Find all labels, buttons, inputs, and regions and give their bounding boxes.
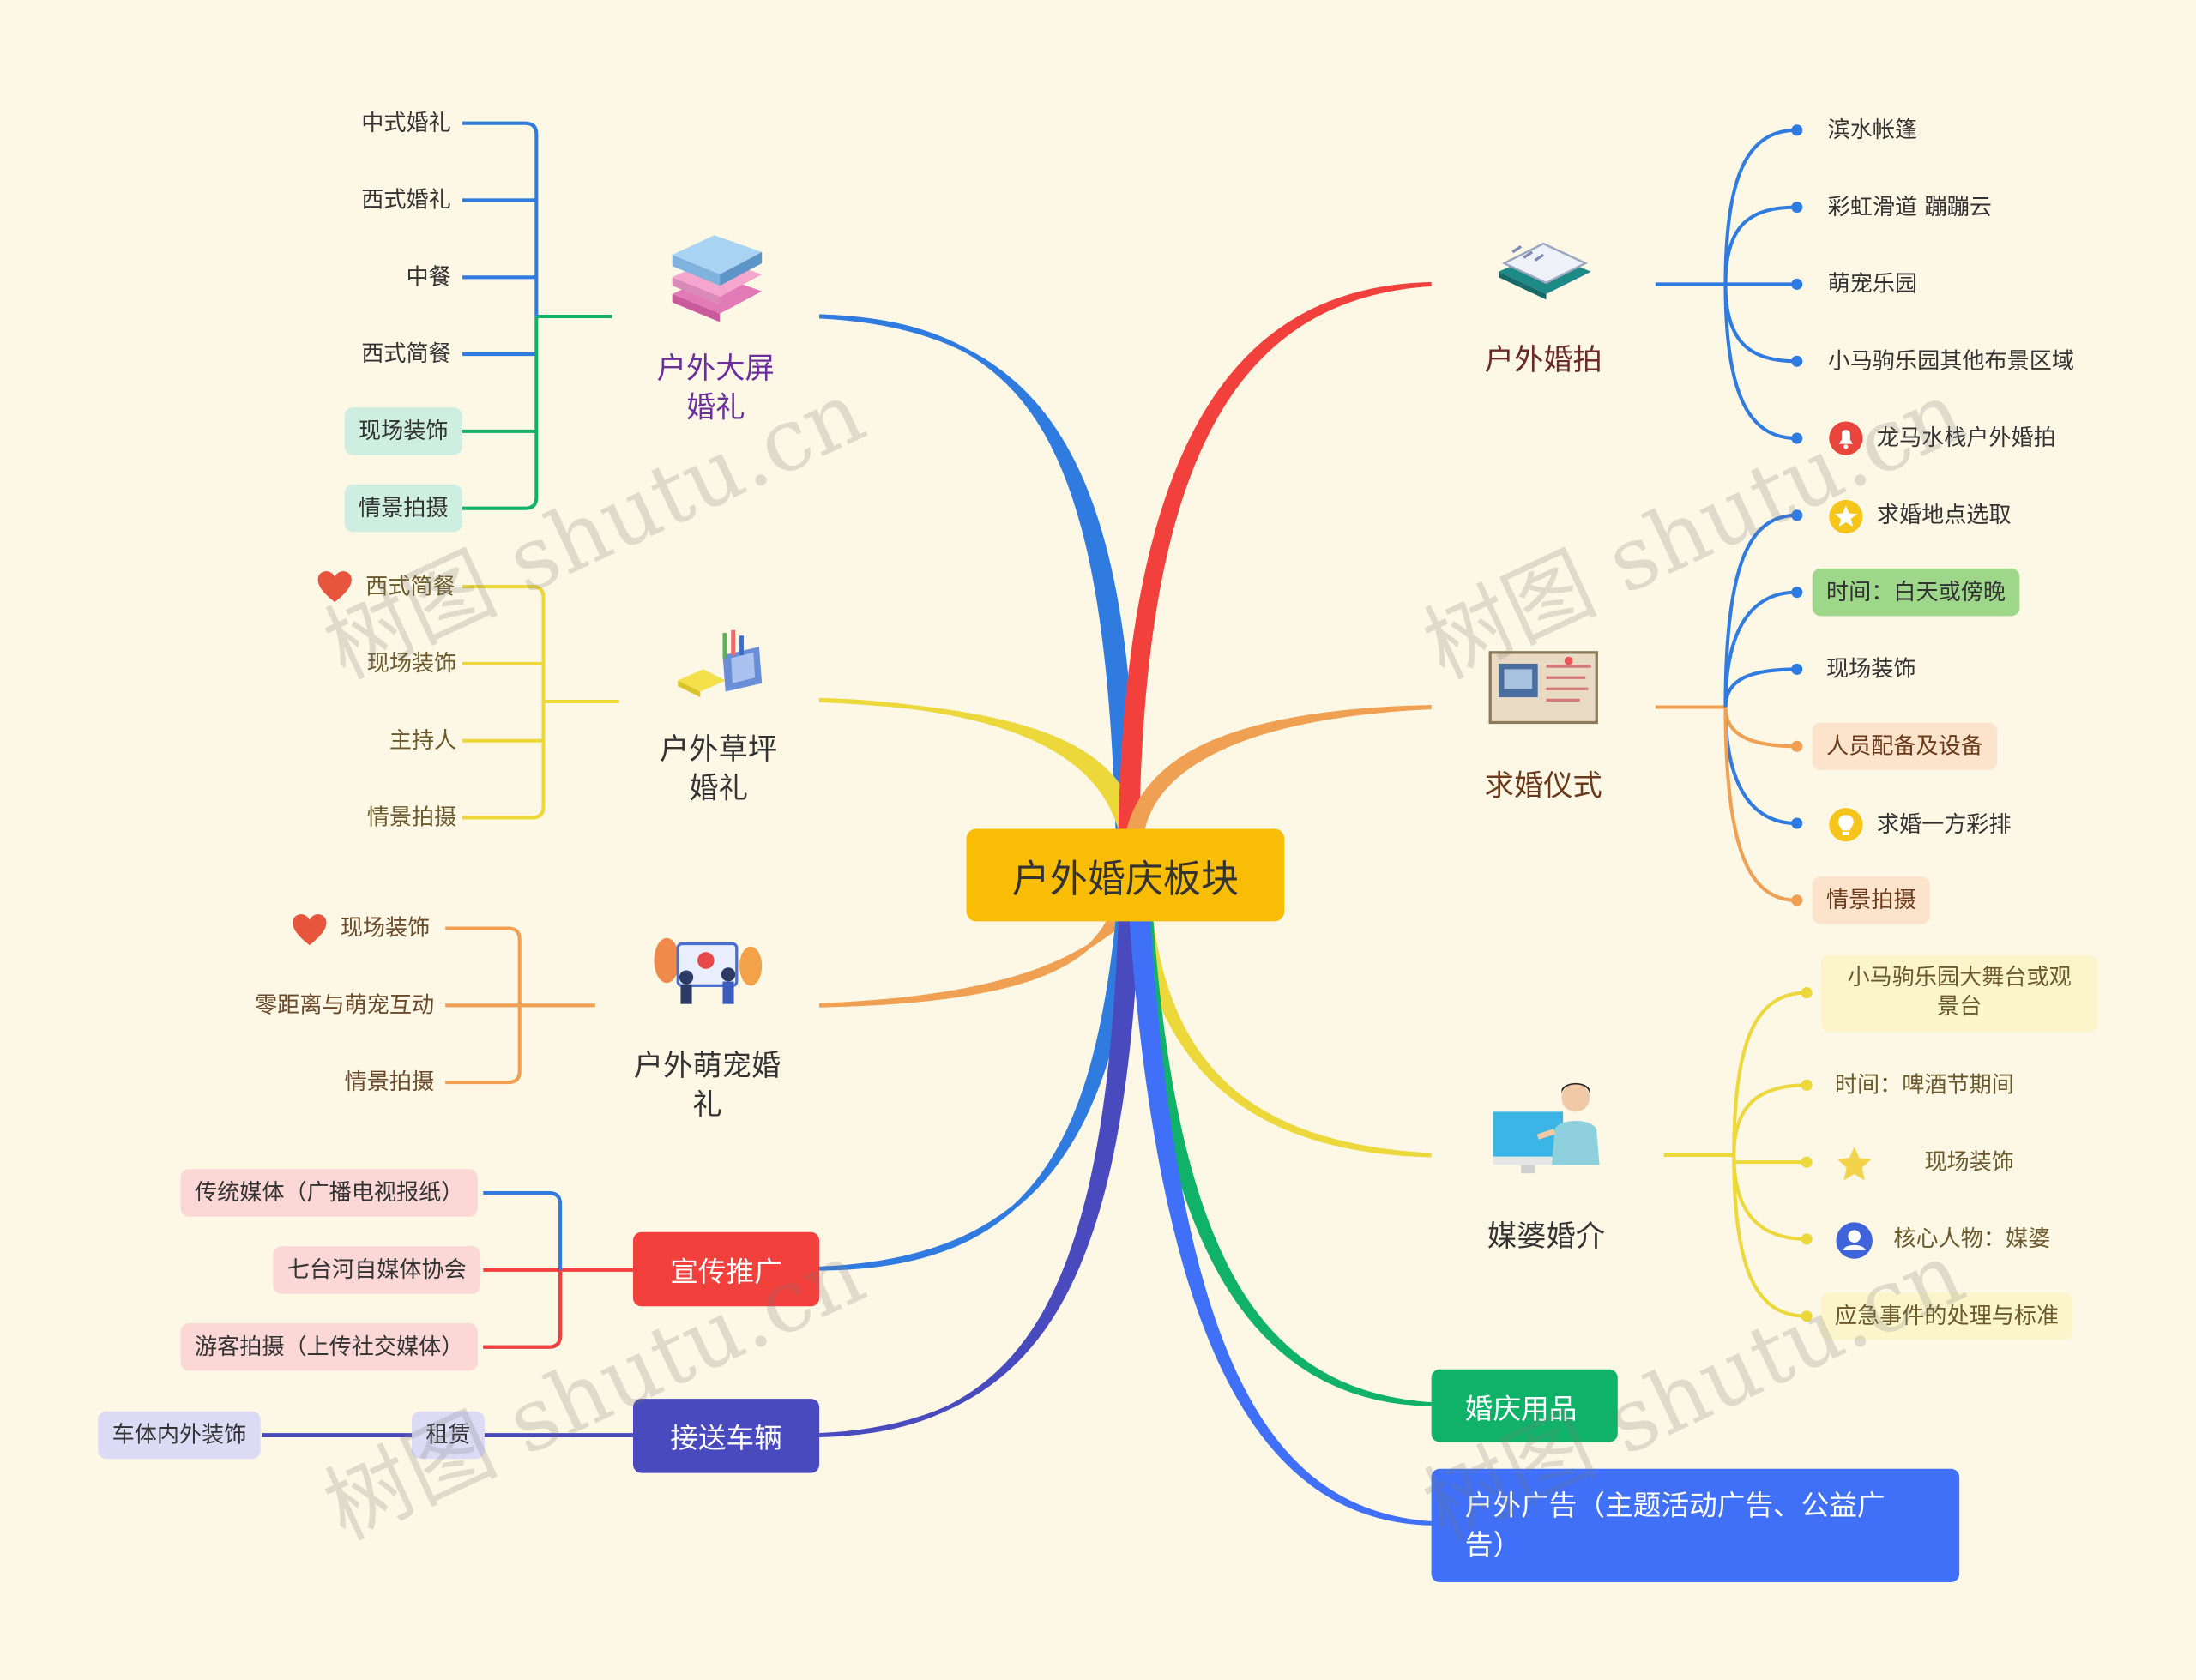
leaf-stage-venue[interactable]: 小马驹乐园大舞台或观 景台 [1820,954,2098,1033]
root-topic[interactable]: 户外婚庆板块 [966,828,1285,922]
topic-big-screen-line1: 户外大屏 [656,351,775,385]
heart-icon [317,571,352,603]
stationery-icon [678,629,763,698]
leaf-western-light-meal[interactable]: 西式简餐 [361,340,451,367]
leaf-proposal-location[interactable]: 求婚地点选取 [1876,501,2012,528]
leaf-pony-park-areas[interactable]: 小马驹乐园其他布景区域 [1827,346,2075,374]
leaf-rental[interactable]: 租赁 [412,1411,485,1460]
leaf-lawn-photography[interactable]: 情景拍摄 [366,804,457,831]
leaf-chinese-meal[interactable]: 中餐 [406,262,451,290]
leaf-self-media-association[interactable]: 七台河自媒体协会 [273,1246,481,1294]
topic-lawn-wedding[interactable]: 户外草坪 婚礼 [642,730,796,808]
topic-outdoor-ads-line1: 户外广告（主题活动广告、公益广 [1464,1488,1885,1522]
leaf-pet-interaction[interactable]: 零距离与萌宠互动 [255,991,435,1018]
leaf-pet-park[interactable]: 萌宠乐园 [1827,270,1918,298]
leaf-lawn-western-meal[interactable]: 西式简餐 [365,572,455,599]
presenter-icon [1493,1082,1600,1174]
topic-promotion[interactable]: 宣传推广 [632,1231,820,1307]
leaf-lawn-host[interactable]: 主持人 [389,726,457,754]
topic-matchmaker[interactable]: 媒婆婚介 [1487,1219,1606,1254]
topic-pet-wedding[interactable]: 户外萌宠婚 礼 [622,1046,793,1124]
topic-big-screen-wedding[interactable]: 户外大屏 婚礼 [642,349,790,427]
bell-icon [1829,421,1863,455]
leaf-matchmaker-decoration[interactable]: 现场装饰 [1924,1147,2014,1175]
books-icon [672,235,763,322]
topic-shuttle-vehicles[interactable]: 接送车辆 [632,1399,820,1473]
leaf-proposal-photography[interactable]: 情景拍摄 [1812,876,1930,924]
leaf-vehicle-decoration[interactable]: 车体内外装饰 [98,1411,261,1460]
topic-proposal-ceremony[interactable]: 求婚仪式 [1484,768,1602,803]
leaf-proposal-rehearsal[interactable]: 求婚一方彩排 [1876,810,2012,838]
user-icon [1836,1222,1873,1259]
topic-outdoor-wedding-photo[interactable]: 户外婚拍 [1484,343,1602,377]
team-work-icon [654,937,763,1004]
topic-outdoor-ads[interactable]: 户外广告（主题活动广告、公益广 告） [1431,1468,1960,1582]
leaf-scene-photography[interactable]: 情景拍摄 [344,484,462,533]
leaf-tourist-photos[interactable]: 游客拍摄（上传社交媒体） [180,1322,478,1371]
topic-lawn-line2: 婚礼 [689,771,748,805]
leaf-proposal-decoration[interactable]: 现场装饰 [1826,655,1916,683]
leaf-western-wedding[interactable]: 西式婚礼 [361,186,451,214]
leaf-waterside-tent[interactable]: 滨水帐篷 [1827,116,1918,143]
topic-pet-line2: 礼 [692,1087,722,1122]
leaf-lawn-decoration[interactable]: 现场装饰 [366,649,457,677]
leaf-proposal-time[interactable]: 时间：白天或傍晚 [1812,568,2020,617]
leaf-beer-festival-time[interactable]: 时间：啤酒节期间 [1834,1071,2014,1099]
leaf-stage-venue-line2: 景台 [1936,992,1982,1020]
star-icon [1829,499,1863,534]
topic-outdoor-ads-line2: 告） [1464,1527,1522,1562]
leaf-rainbow-slide[interactable]: 彩虹滑道 蹦蹦云 [1827,193,1992,220]
notebook-icon [1498,242,1591,300]
leaf-chinese-wedding[interactable]: 中式婚礼 [361,109,451,136]
leaf-traditional-media[interactable]: 传统媒体（广播电视报纸） [180,1169,478,1217]
topic-pet-line1: 户外萌宠婚 [633,1048,781,1083]
leaf-dragon-horse-pier[interactable]: 龙马水栈户外婚拍 [1876,424,2056,451]
leaf-core-person[interactable]: 核心人物：媒婆 [1893,1225,2051,1252]
topic-wedding-supplies[interactable]: 婚庆用品 [1431,1369,1618,1442]
leaf-staff-equipment[interactable]: 人员配备及设备 [1812,722,1998,770]
leaf-venue-decoration[interactable]: 现场装饰 [344,407,462,455]
leaf-emergency-handling[interactable]: 应急事件的处理与标准 [1820,1292,2073,1340]
star-icon [1837,1147,1872,1181]
topic-lawn-line1: 户外草坪 [660,732,778,767]
topic-big-screen-line2: 婚礼 [686,390,745,425]
scrapbook-icon [1488,651,1598,725]
heart-icon [293,914,327,946]
lightbulb-icon [1829,808,1863,842]
leaf-pet-decoration[interactable]: 现场装饰 [340,914,431,942]
leaf-stage-venue-line1: 小马驹乐园大舞台或观 [1847,963,2072,991]
leaf-pet-photography[interactable]: 情景拍摄 [344,1068,435,1095]
